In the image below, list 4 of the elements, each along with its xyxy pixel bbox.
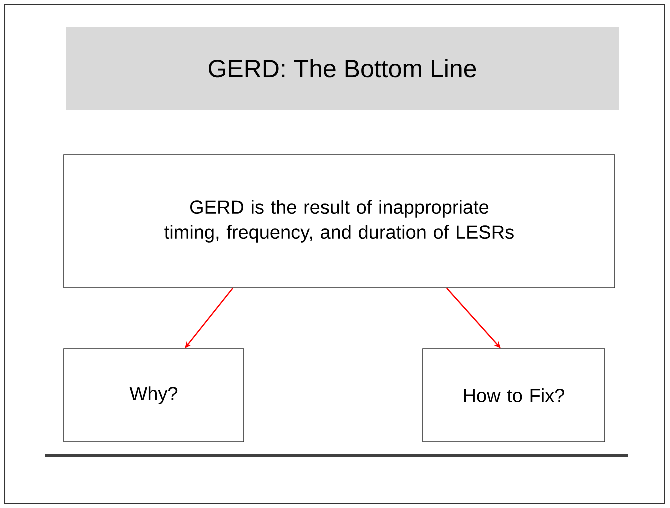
title-band: GERD: The Bottom Line: [66, 27, 619, 110]
text-box: How to Fix?: [422, 348, 606, 442]
text-box: Why?: [64, 348, 244, 442]
text-box: GERD is the result of inappropriate timing, frequency, and duration of LESRs: [64, 154, 616, 288]
